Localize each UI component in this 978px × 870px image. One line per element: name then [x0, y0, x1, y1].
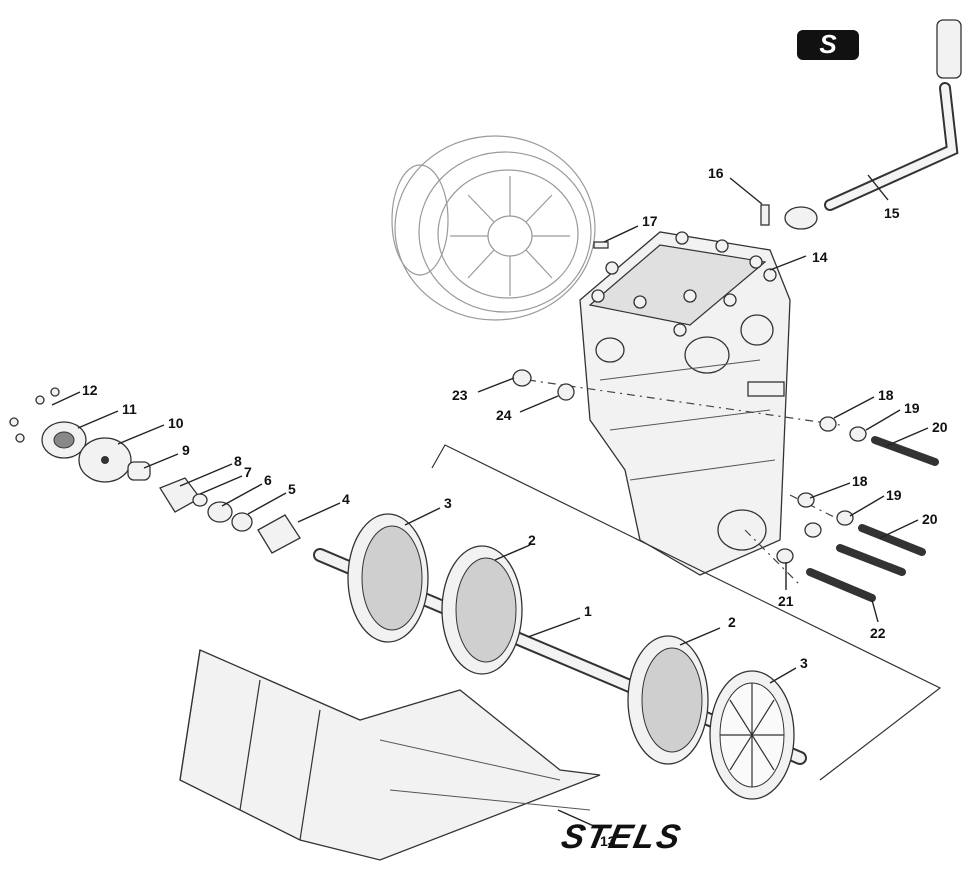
callout-2-left: 2 [528, 532, 536, 548]
callout-11: 11 [122, 401, 137, 417]
callout-19-upper: 19 [904, 400, 920, 416]
bolt-20a [871, 436, 939, 466]
pin-17 [593, 241, 609, 249]
washer-19b [836, 510, 854, 526]
callout-13: 13 [600, 833, 616, 849]
sprocket-2-left [441, 545, 523, 675]
bolt-20b [858, 524, 926, 556]
callout-10: 10 [168, 415, 184, 431]
bearing-cover-11 [41, 421, 87, 459]
callout-1: 1 [584, 603, 592, 619]
callout-7: 7 [244, 464, 252, 480]
callout-17: 17 [642, 213, 658, 229]
badge-letter: S [819, 29, 837, 59]
bolt-extra [836, 544, 906, 576]
washer-19a [849, 426, 867, 442]
washer-extra [804, 522, 822, 538]
gearbox-housing [579, 231, 791, 576]
callout-23: 23 [452, 387, 468, 403]
sprocket-3-left [347, 513, 429, 643]
callout-20-upper: 20 [932, 419, 948, 435]
washer-18b [797, 492, 815, 508]
callout-12: 12 [82, 382, 98, 398]
seal-5 [231, 512, 253, 532]
axis-line-lower [744, 529, 801, 586]
leader-lines [51, 174, 929, 828]
sprocket-2-right [627, 635, 709, 765]
brand-logo: STELS [558, 818, 686, 856]
callout-6: 6 [264, 472, 272, 488]
brand-badge-icon: S [797, 29, 859, 60]
screws-12 [9, 387, 60, 443]
bushing-24 [557, 383, 575, 401]
callout-18-lower: 18 [852, 473, 868, 489]
sprocket-3-right [709, 670, 795, 800]
callout-21: 21 [778, 593, 794, 609]
track-belt [179, 649, 601, 861]
ring-7 [192, 493, 208, 507]
callout-15: 15 [884, 205, 900, 221]
callout-8: 8 [234, 453, 242, 469]
callout-4: 4 [342, 491, 350, 507]
pulley-outline [391, 135, 596, 321]
callout-5: 5 [288, 481, 296, 497]
callout-14: 14 [812, 249, 828, 265]
axis-line-upper [527, 379, 841, 426]
washer-18a [819, 416, 837, 432]
callout-22: 22 [870, 625, 886, 641]
callout-19-lower: 19 [886, 487, 902, 503]
shaft-frame [431, 444, 942, 781]
callout-18-upper: 18 [878, 387, 894, 403]
callout-2-right: 2 [728, 614, 736, 630]
bracket-8 [159, 477, 201, 513]
bolt-22 [806, 568, 876, 602]
callout-3-right: 3 [800, 655, 808, 671]
callout-9: 9 [182, 442, 190, 458]
shift-lever [784, 19, 962, 230]
pin-16 [760, 204, 770, 226]
callout-labels: 1 2 2 3 3 4 5 6 7 8 9 10 11 12 13 14 15 … [82, 165, 948, 849]
bushing-23 [512, 369, 532, 387]
bushing-9 [127, 461, 151, 481]
callout-16: 16 [708, 165, 724, 181]
axis-line-mid [789, 494, 841, 521]
bearing-6 [207, 501, 233, 523]
callout-24: 24 [496, 407, 512, 423]
callout-3-left: 3 [444, 495, 452, 511]
plate-4 [257, 514, 301, 554]
flange-10 [78, 437, 132, 483]
callout-20-lower: 20 [922, 511, 938, 527]
washer-21 [776, 548, 794, 564]
